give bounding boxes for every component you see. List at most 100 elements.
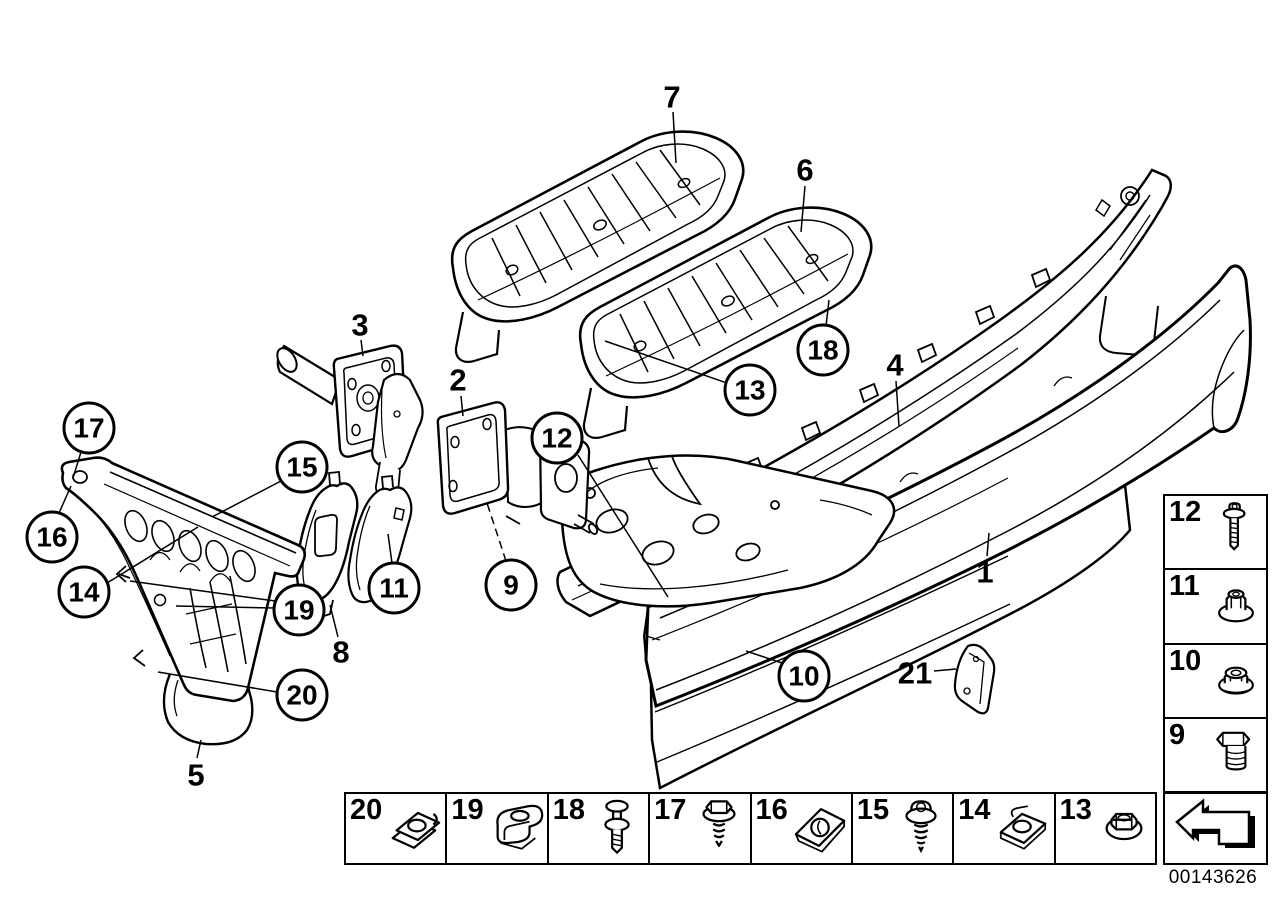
legend-item-19[interactable]: 19 [447,794,549,863]
leader-line-2 [460,395,464,417]
callout-circle-16[interactable] [25,510,79,564]
callout-15[interactable]: 15 [275,440,329,494]
callout-circle-12[interactable] [530,411,584,465]
keyhole-clip-icon [789,797,851,860]
callout-circle-19[interactable] [272,583,326,637]
legend-item-15[interactable]: 15 [852,794,955,863]
callout-circle-15[interactable] [275,440,329,494]
callout-14[interactable]: 14 [57,565,111,619]
callout-label-10: 10 [788,661,819,692]
callout-20[interactable]: 20 [275,668,329,722]
callout-7[interactable]: 7 [663,80,680,115]
nav-arrow-box[interactable] [1163,792,1268,865]
callout-label-16: 16 [36,522,67,553]
legend-number: 13 [1059,794,1092,826]
expander-rivet-icon [586,797,648,860]
callout-circle-17[interactable] [62,401,116,455]
image-code: 00143626 [1168,867,1258,888]
callout-label-21: 21 [898,656,932,691]
callout-21[interactable]: 21 [898,656,932,691]
callout-label-20: 20 [286,680,317,711]
part-7-absorber [450,130,745,363]
legend-number: 16 [755,794,788,826]
callout-label-9: 9 [503,570,519,601]
legend-item-9[interactable]: 9 [1165,718,1266,791]
callout-circle-11[interactable] [367,561,421,615]
legend-item-10[interactable]: 10 [1165,644,1266,719]
leader-line-10 [745,650,783,664]
bumper-end-module [559,454,896,608]
speed-nut-icon [383,797,445,860]
callout-19[interactable]: 19 [272,583,326,637]
callout-12[interactable]: 12 [530,411,584,465]
leader-line-13 [604,340,728,384]
leader-line-4 [895,380,900,427]
callout-8[interactable]: 8 [332,635,349,670]
legend-number: 10 [1169,644,1202,677]
callout-16[interactable]: 16 [25,510,79,564]
leader-line-1 [986,532,990,557]
legend-number: 14 [958,794,991,826]
callout-label-19: 19 [283,595,314,626]
callout-5[interactable]: 5 [187,758,204,793]
leader-line-3 [360,339,364,357]
callout-4[interactable]: 4 [886,348,904,383]
callout-1[interactable]: 1 [976,555,993,590]
leader-line-5 [196,739,202,759]
legend-item-16[interactable]: 16 [751,794,853,863]
part-21-gusset [953,643,996,715]
washer-nut-icon [1093,797,1155,860]
callout-9[interactable]: 9 [484,558,538,612]
legend-number: 12 [1169,496,1202,528]
callout-11[interactable]: 11 [367,561,421,615]
callout-10[interactable]: 10 [777,649,831,703]
leader-line-16 [58,485,72,514]
hex-washer-screw-icon [688,797,750,860]
legend-number: 19 [451,794,484,826]
legend-item-12[interactable]: 12 [1165,496,1266,571]
callout-circle-20[interactable] [275,668,329,722]
callout-label-11: 11 [379,573,409,604]
legend-number: 11 [1169,570,1200,603]
leader-line-20 [157,671,278,693]
leader-line-11 [387,533,393,564]
back-arrow-icon [1175,798,1255,848]
legend-number: 15 [856,794,890,826]
hex-bolt-icon [1206,721,1266,788]
callout-label-3: 3 [351,308,368,343]
callout-label-17: 17 [73,413,104,444]
callout-circle-10[interactable] [777,649,831,703]
callout-label-5: 5 [187,758,204,793]
callout-13[interactable]: 13 [723,363,777,417]
callout-label-8: 8 [332,635,349,670]
callout-label-4: 4 [886,348,904,383]
legend-item-18[interactable]: 18 [548,794,651,863]
callout-circle-18[interactable] [796,323,850,377]
flange-nut-icon [1206,647,1266,714]
part-5-side-bracket [60,456,307,746]
callout-2[interactable]: 2 [449,363,466,398]
callout-circle-9[interactable] [484,558,538,612]
part-11-bracket [347,475,413,604]
legend-item-20[interactable]: 20 [346,794,448,863]
callout-6[interactable]: 6 [796,153,813,188]
leader-line-19 [175,605,276,609]
legend-item-11[interactable]: 11 [1165,570,1266,645]
callout-17[interactable]: 17 [62,401,116,455]
callout-label-1: 1 [976,555,993,590]
callout-3[interactable]: 3 [351,308,368,343]
washer-screw-icon [1206,499,1266,566]
callout-label-7: 7 [663,80,680,115]
callout-circle-13[interactable] [723,363,777,417]
legend-number: 9 [1169,718,1186,751]
callout-label-15: 15 [286,452,317,483]
callout-label-14: 14 [68,577,100,608]
leader-line-8 [329,604,339,638]
legend-item-13[interactable]: 13 [1055,794,1155,863]
callout-18[interactable]: 18 [796,323,850,377]
leader-line-7 [672,111,677,164]
callout-circle-14[interactable] [57,565,111,619]
legend-item-17[interactable]: 17 [650,794,752,863]
legend-item-14[interactable]: 14 [954,794,1056,863]
